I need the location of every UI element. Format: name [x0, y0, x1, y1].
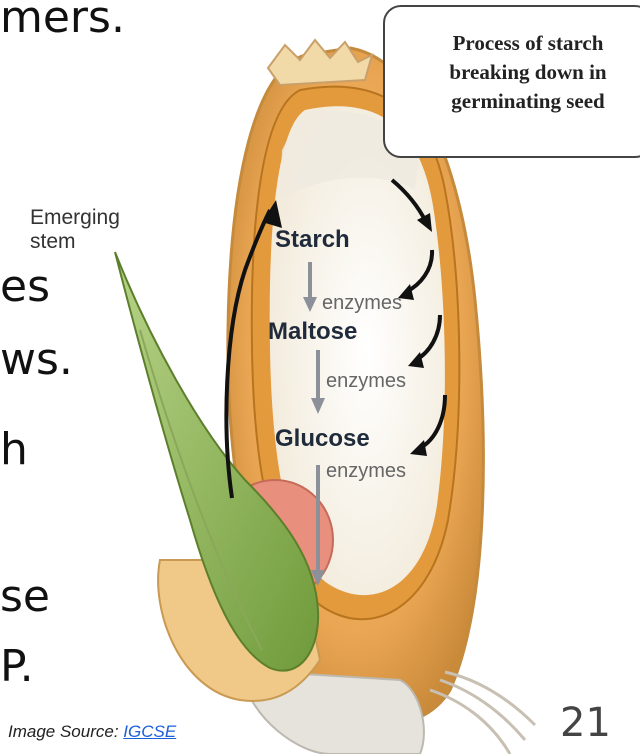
pathway-maltose: Maltose — [268, 318, 357, 346]
slide-fragment-2: es — [0, 265, 50, 309]
slide-fragment-4: h — [0, 428, 28, 472]
slide-fragment-1: mers. — [0, 0, 125, 40]
callout-box: Process of starch breaking down in germi… — [383, 5, 640, 158]
slide-fragment-5: se — [0, 575, 50, 619]
image-source-prefix: Image Source: — [8, 722, 123, 741]
enzyme-label-3: enzymes — [326, 460, 406, 483]
seed-tip — [268, 40, 372, 85]
slide-fragment-3: ws. — [0, 338, 73, 382]
pathway-starch: Starch — [275, 226, 350, 254]
emerging-stem-label: Emerging stem — [30, 206, 150, 254]
slide-fragment-6: P. — [0, 645, 34, 689]
pathway-glucose: Glucose — [275, 425, 370, 453]
enzyme-label-1: enzymes — [322, 292, 402, 315]
page-number: 21 — [560, 700, 611, 746]
callout-text: Process of starch breaking down in germi… — [413, 29, 640, 116]
enzyme-label-2: enzymes — [326, 370, 406, 393]
image-source: Image Source: IGCSE — [8, 722, 176, 742]
image-source-link[interactable]: IGCSE — [123, 722, 176, 741]
